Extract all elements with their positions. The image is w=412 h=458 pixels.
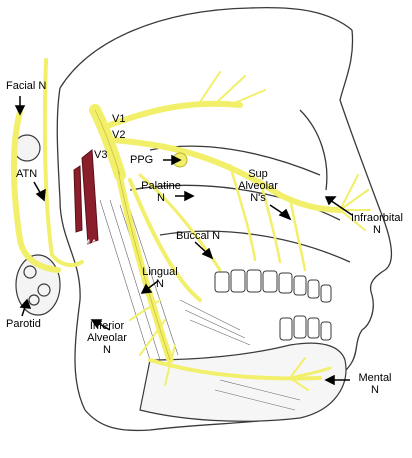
label-buccal-n: Buccal N bbox=[176, 230, 221, 242]
label-facial-n: Facial N bbox=[6, 80, 47, 92]
label-mental-line1: Mental bbox=[358, 372, 392, 384]
mandible bbox=[139, 342, 347, 422]
label-sup-alveolar: Sup Alveolar N's bbox=[232, 168, 284, 204]
artery-branch bbox=[73, 165, 83, 233]
label-palatine-line2: N bbox=[157, 192, 165, 204]
sup-alveolar-2 bbox=[258, 178, 282, 264]
label-lingual: Lingual N bbox=[138, 266, 182, 290]
lower-teeth bbox=[279, 315, 332, 341]
sup-alveolar-3 bbox=[288, 196, 307, 272]
middle-meningeal-artery bbox=[81, 149, 99, 245]
label-mental-line2: N bbox=[371, 384, 379, 396]
label-palatine-line1: Palatine bbox=[141, 180, 181, 192]
label-inferior-alveolar-line1: Inferior bbox=[89, 320, 125, 332]
label-palatine: Palatine N bbox=[138, 180, 184, 204]
label-inferior-alveolar-line3: N bbox=[103, 344, 111, 356]
inferior-alveolar-path bbox=[148, 358, 322, 381]
facial-nerve-path bbox=[10, 109, 61, 273]
upper-teeth bbox=[214, 269, 332, 303]
label-inferior-alveolar: Inferior Alveolar N bbox=[80, 320, 134, 356]
v1-fan bbox=[199, 71, 266, 106]
mental-fan bbox=[289, 357, 311, 391]
label-mental: Mental N bbox=[352, 372, 398, 396]
v1-path bbox=[107, 100, 243, 128]
label-v2: V2 bbox=[112, 129, 126, 141]
atn-path bbox=[42, 58, 84, 268]
label-atn: ATN bbox=[16, 168, 38, 180]
label-infraorbital-line2: N bbox=[373, 224, 381, 236]
label-parotid: Parotid bbox=[6, 318, 41, 330]
label-infraorbital: Infraorbital N bbox=[344, 212, 410, 236]
label-lingual-line2: N bbox=[156, 278, 164, 290]
deep-branches bbox=[129, 299, 176, 386]
label-infraorbital-line1: Infraorbital bbox=[351, 212, 403, 224]
lingual-path bbox=[128, 178, 202, 302]
label-lingual-line1: Lingual bbox=[142, 266, 178, 278]
label-v1: V1 bbox=[112, 113, 126, 125]
nerve-network bbox=[10, 58, 371, 391]
buccal-path bbox=[138, 173, 222, 272]
nerve-outlines bbox=[94, 109, 171, 361]
label-sup-alveolar-line3: N's bbox=[250, 192, 266, 204]
label-sup-alveolar-line1: Sup bbox=[248, 168, 268, 180]
label-mma: MMA bbox=[72, 238, 98, 250]
v2-path bbox=[112, 137, 343, 213]
label-arrows bbox=[14, 96, 353, 386]
label-sup-alveolar-line2: Alveolar bbox=[238, 180, 278, 192]
infraorbital-branches bbox=[339, 174, 371, 231]
label-ppg: PPG bbox=[130, 154, 154, 166]
label-v3: V3 bbox=[94, 149, 108, 161]
label-inferior-alveolar-line2: Alveolar bbox=[87, 332, 127, 344]
sup-alveolar-1 bbox=[228, 163, 257, 262]
